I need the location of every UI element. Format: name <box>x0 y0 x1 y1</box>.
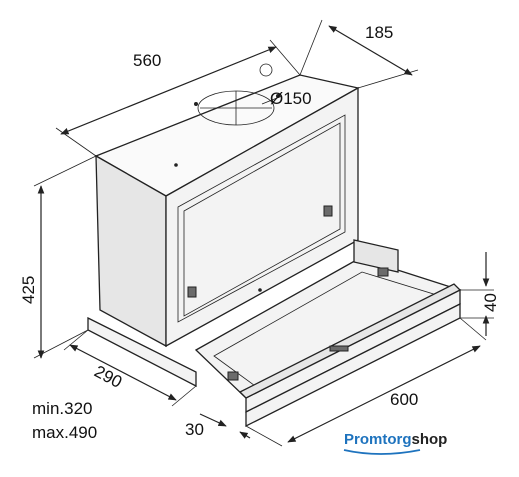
front-screw <box>258 288 262 292</box>
ext-560-b <box>269 39 301 76</box>
front-clip-left <box>187 286 197 298</box>
brand-part1: Promtorg <box>344 431 412 448</box>
cable-hole <box>259 63 273 77</box>
dimension-lines <box>33 19 494 447</box>
label-425: 425 <box>19 276 38 304</box>
label-185: 185 <box>365 23 393 42</box>
hood-front-panel <box>177 114 346 323</box>
side-screw <box>174 163 178 167</box>
dim-line-600 <box>287 345 481 443</box>
hood-front-panel-inner <box>183 122 341 317</box>
brand-text: Promtorgshop <box>344 431 447 448</box>
label-560: 560 <box>133 51 161 70</box>
ext-425-a <box>33 155 97 187</box>
leader-150 <box>261 95 283 105</box>
label-30: 30 <box>185 420 204 439</box>
brand-logo: Promtorgshop <box>343 431 447 455</box>
notes: min.320 max.490 <box>32 399 97 442</box>
dim-line-560 <box>60 46 277 135</box>
front-clip-right <box>323 205 333 217</box>
brand-part2: shop <box>412 431 448 448</box>
ext-185-b <box>357 69 419 89</box>
label-600: 600 <box>390 390 418 409</box>
label-40: 40 <box>481 293 500 312</box>
ext-290-b <box>171 385 197 407</box>
top-hole-1 <box>194 102 198 106</box>
ext-425-b <box>33 329 89 359</box>
ext-185-a <box>299 19 323 76</box>
note-max: max.490 <box>32 423 97 442</box>
drawer-clip-left <box>227 371 239 381</box>
dim-line-30-b <box>239 431 251 439</box>
dim-line-290 <box>69 344 177 401</box>
dim-line-30-a <box>199 413 227 427</box>
brand-swoosh <box>343 449 421 455</box>
label-duct-diameter: Ø150 <box>270 89 312 108</box>
drawer-right-block <box>353 239 399 273</box>
hood-body <box>87 74 360 388</box>
ext-290-a <box>63 329 89 351</box>
label-290: 290 <box>91 362 125 392</box>
control-slot <box>329 345 349 352</box>
ext-600-b <box>459 317 487 341</box>
note-min: min.320 <box>32 399 92 418</box>
ext-600-a <box>245 425 283 447</box>
ext-560-a <box>55 127 97 157</box>
hood-front-face <box>165 86 359 348</box>
dimension-labels: 560 185 Ø150 425 290 40 600 30 <box>19 23 500 439</box>
dim-line-185 <box>328 25 413 76</box>
drawer-clip-right <box>377 267 389 277</box>
